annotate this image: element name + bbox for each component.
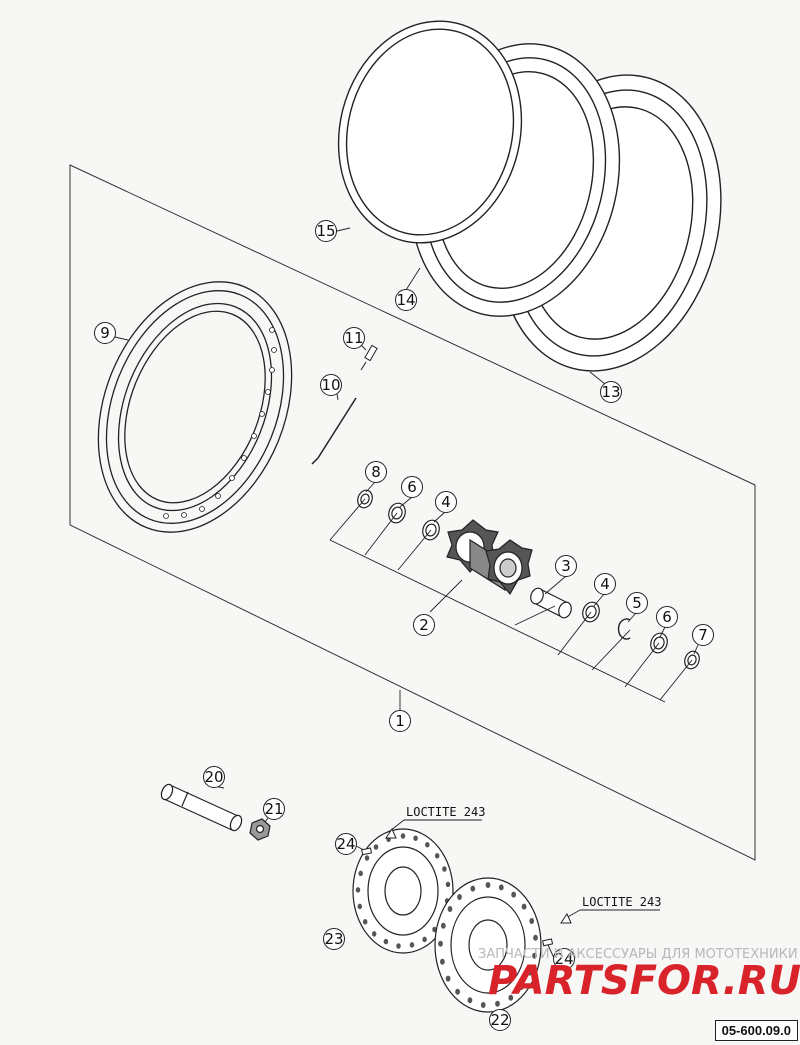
brake-disc <box>434 877 542 1013</box>
callout-2: 2 <box>419 616 429 634</box>
callout-14: 14 <box>396 291 415 309</box>
circlip <box>617 618 631 640</box>
callout-8: 8 <box>371 463 381 481</box>
watermark-tagline: ЗАПЧАСТИ И АКСЕССУАРЫ ДЛЯ МОТОТЕХНИКИ <box>478 947 798 962</box>
distance-sleeve <box>530 587 572 619</box>
spoke <box>311 397 357 465</box>
callout-15: 15 <box>316 222 335 240</box>
callout-markers <box>94 220 714 1031</box>
callout-20: 20 <box>204 768 223 786</box>
callout-4-left: 4 <box>441 493 451 511</box>
callout-23: 23 <box>324 930 343 948</box>
rim-tape <box>337 20 523 244</box>
callout-1: 1 <box>395 712 405 730</box>
callout-13: 13 <box>601 383 620 401</box>
callout-7: 7 <box>698 626 708 644</box>
rim <box>97 281 293 533</box>
callout-5: 5 <box>632 594 642 612</box>
hub <box>446 519 533 596</box>
disc-screw <box>361 827 572 947</box>
loctite-note-left: LOCTITE 243 <box>406 805 485 819</box>
assembly-frame <box>69 164 756 861</box>
callout-21: 21 <box>264 800 283 818</box>
collar-nut <box>249 818 271 841</box>
callout-6-left: 6 <box>407 478 417 496</box>
callout-3: 3 <box>561 557 571 575</box>
callout-11: 11 <box>344 329 363 347</box>
callout-24-right: 24 <box>554 950 573 968</box>
callout-9: 9 <box>100 324 110 342</box>
brake-disc-rear-layer <box>352 828 454 954</box>
callout-24-left: 24 <box>336 835 355 853</box>
drawing-code-label: 05-600.09.0 <box>714 1020 798 1041</box>
callout-10: 10 <box>321 376 340 394</box>
wheel-spindle <box>160 783 243 832</box>
callout-22: 22 <box>490 1011 509 1029</box>
watermark-brand: PARTSFOR.RU <box>488 958 800 1004</box>
callout-6-right: 6 <box>662 608 672 626</box>
callout-4-right: 4 <box>600 575 610 593</box>
loctite-note-right: LOCTITE 243 <box>582 895 661 909</box>
leader-lines <box>114 227 699 959</box>
spoke-nipple <box>360 344 378 371</box>
